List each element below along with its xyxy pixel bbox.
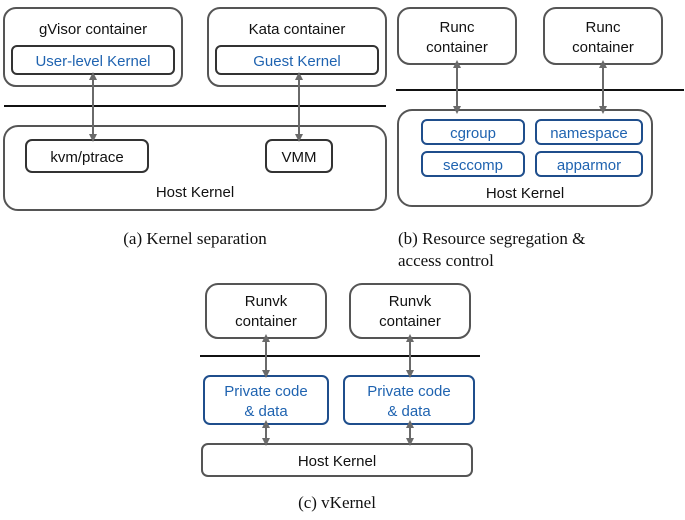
runc-container-right-label-2: container xyxy=(572,39,634,56)
host-kernel-label-c: Host Kernel xyxy=(298,453,376,470)
runc-container-left-label-1: Runc xyxy=(439,19,475,36)
apparmor-label: apparmor xyxy=(557,157,621,174)
private-code-left-label-1: Private code xyxy=(224,383,307,400)
caption-a: (a) Kernel separation xyxy=(123,229,267,248)
private-code-right-label-2: & data xyxy=(387,403,431,420)
seccomp-box xyxy=(421,151,525,177)
runc-container-right-label-1: Runc xyxy=(585,19,621,36)
caption-b-line-2: access control xyxy=(398,251,494,270)
caption-b-line-1: (b) Resource segregation & xyxy=(398,229,585,248)
host-kernel-label-a: Host Kernel xyxy=(156,184,234,201)
guest-kernel-label: Guest Kernel xyxy=(253,53,341,70)
host-kernel-box-c xyxy=(201,443,473,477)
cgroup-label: cgroup xyxy=(450,125,496,142)
kvm-ptrace-box xyxy=(25,139,149,173)
seccomp-label: seccomp xyxy=(443,157,503,174)
runvk-container-right-label-1: Runvk xyxy=(389,293,432,310)
runvk-container-left-label-1: Runvk xyxy=(245,293,288,310)
runvk-container-right-label-2: container xyxy=(379,313,441,330)
runc-container-left-label-2: container xyxy=(426,39,488,56)
kata-container-label: Kata container xyxy=(249,21,346,38)
user-level-kernel-label: User-level Kernel xyxy=(35,53,150,70)
namespace-label: namespace xyxy=(550,125,628,142)
caption-c: (c) vKernel xyxy=(298,493,376,512)
namespace-box xyxy=(535,119,643,145)
private-code-right-label-1: Private code xyxy=(367,383,450,400)
gvisor-container-label: gVisor container xyxy=(39,21,147,38)
panel-c-vkernel: Runvk container Runvk container Private … xyxy=(200,283,480,512)
panel-a-kernel-separation: gVisor container User-level Kernel Kata … xyxy=(3,7,387,248)
runvk-container-left-label-2: container xyxy=(235,313,297,330)
cgroup-box xyxy=(421,119,525,145)
kvm-ptrace-label: kvm/ptrace xyxy=(50,149,123,166)
panel-b-resource-segregation: Runc container Runc container cgroup nam… xyxy=(396,7,684,270)
apparmor-box xyxy=(535,151,643,177)
vmm-label: VMM xyxy=(282,149,317,166)
host-kernel-label-b: Host Kernel xyxy=(486,185,564,202)
private-code-left-label-2: & data xyxy=(244,403,288,420)
